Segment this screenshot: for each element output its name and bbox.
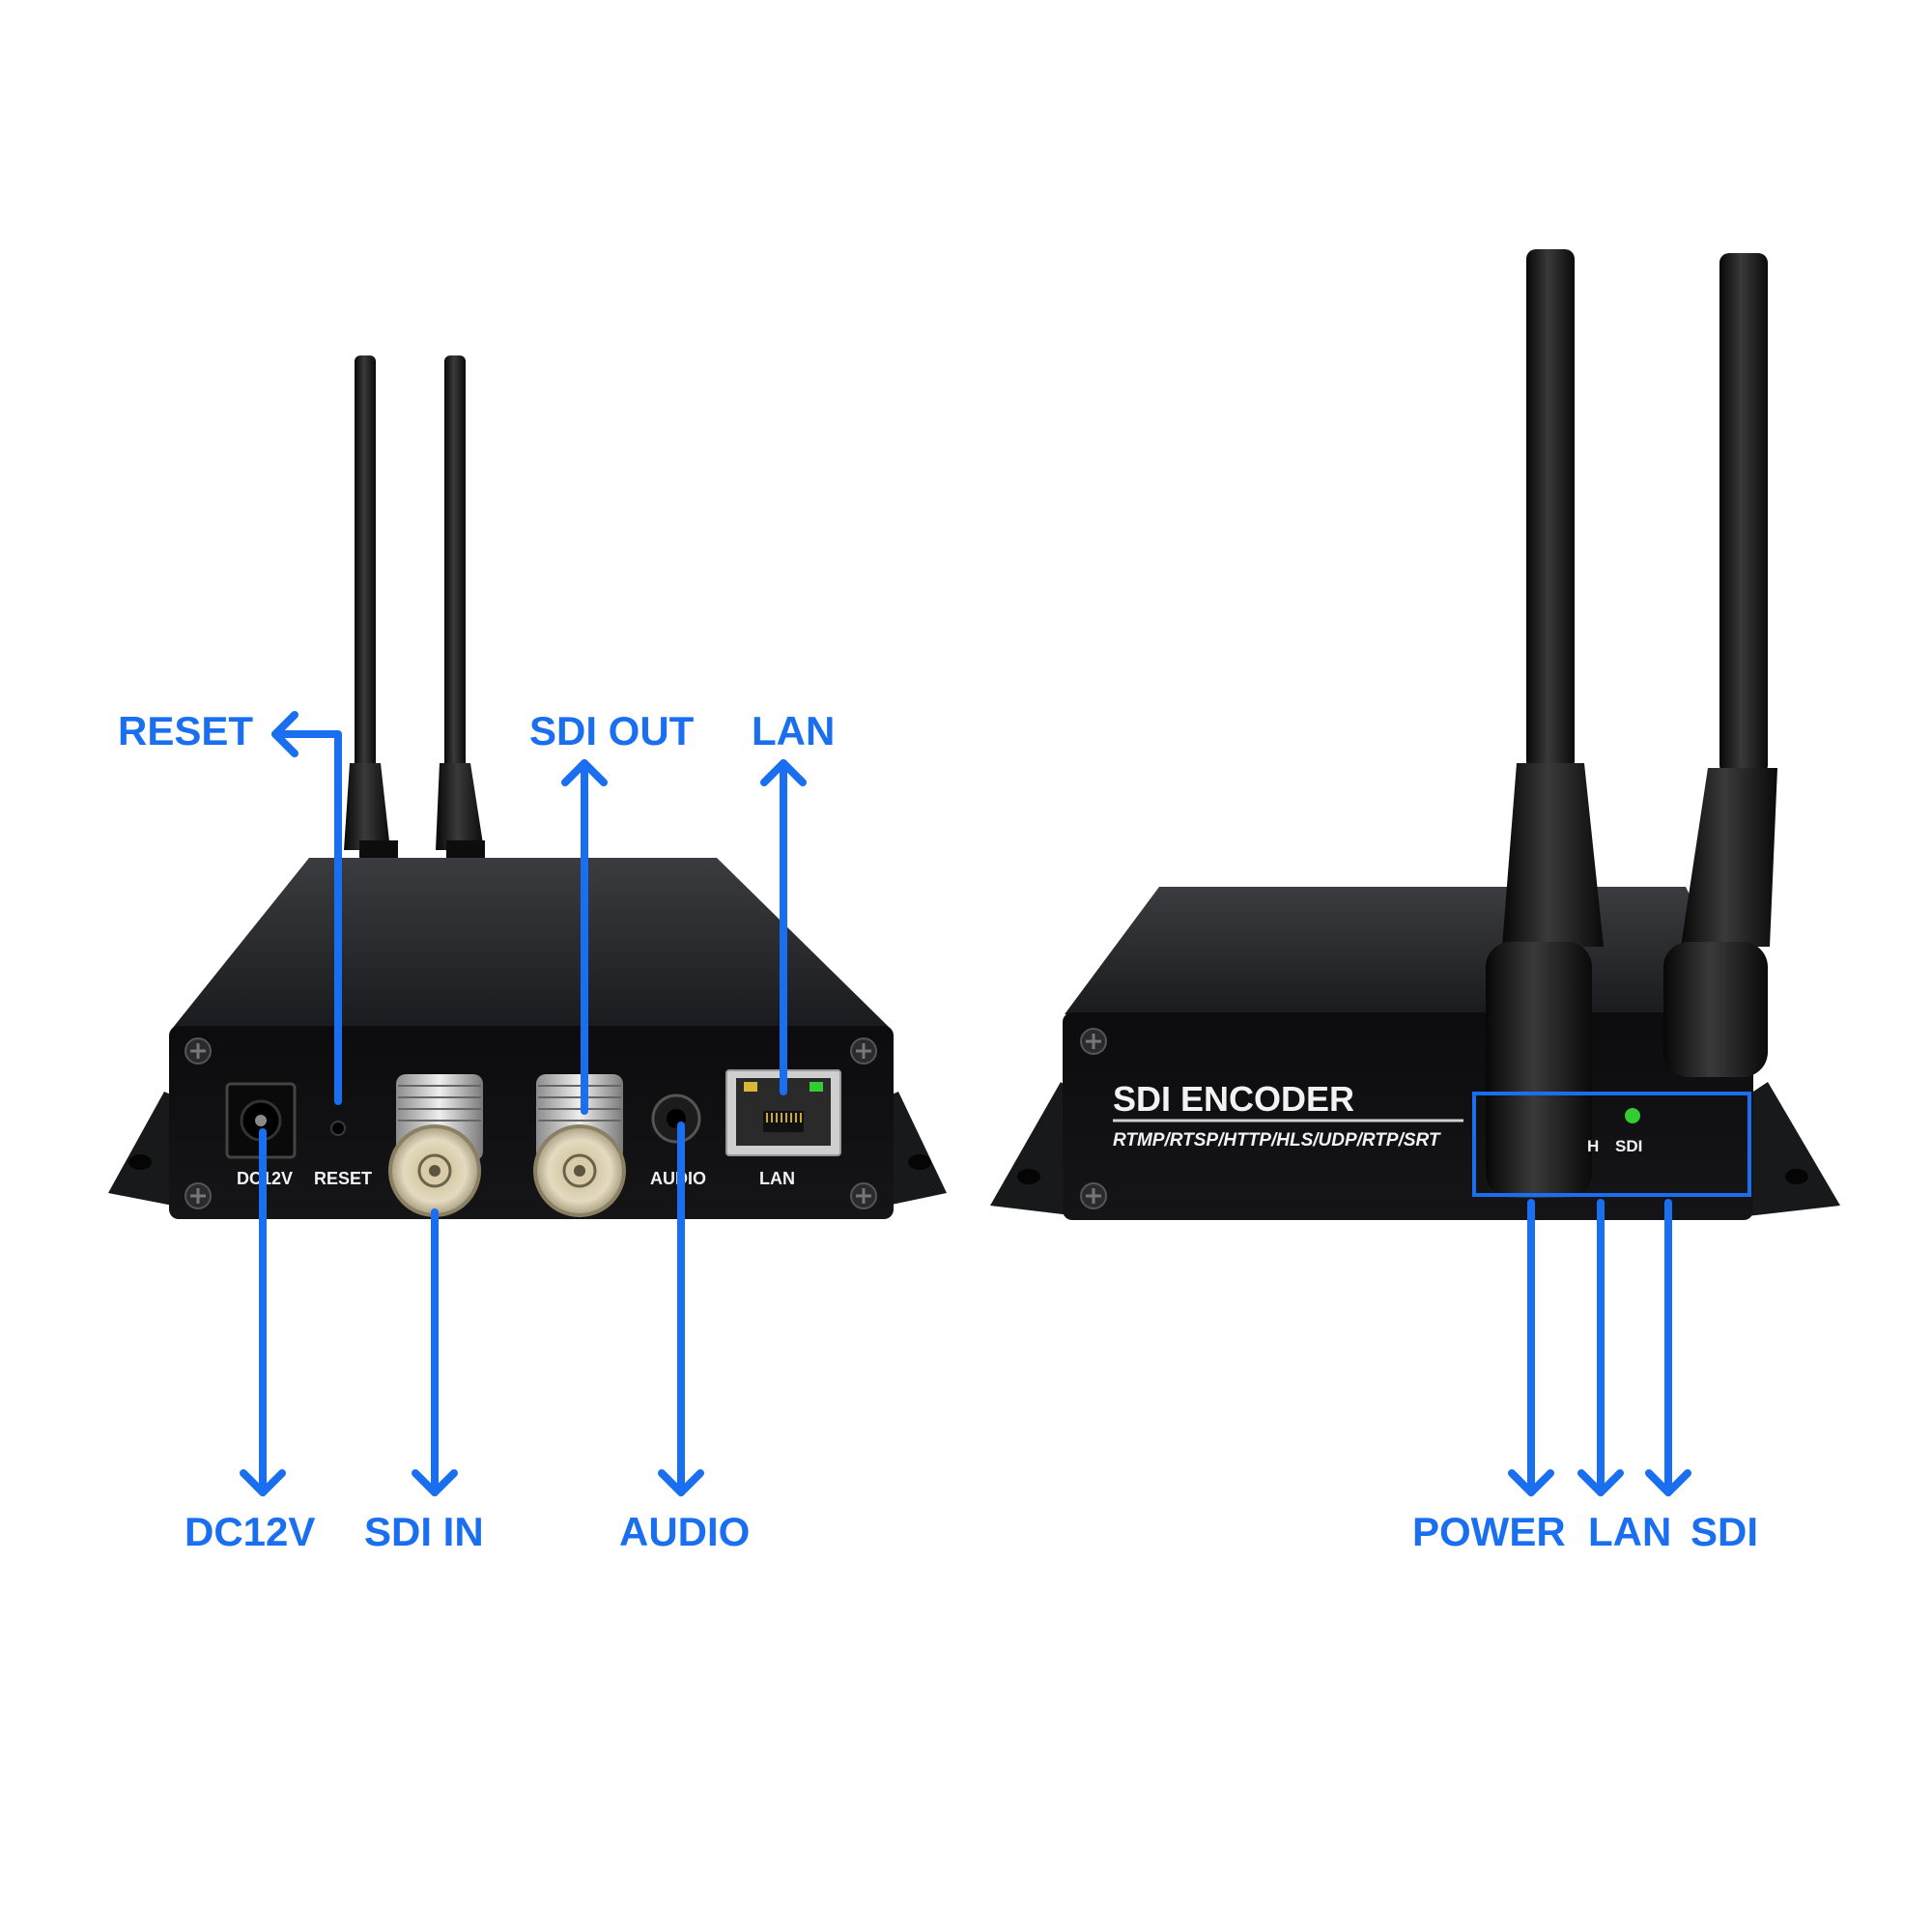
audio-callout: AUDIO — [619, 1509, 751, 1554]
lan-port-label: LAN — [759, 1169, 795, 1188]
sdi-indicator-led — [1625, 1108, 1640, 1123]
lan-indicator-callout: LAN — [1588, 1509, 1672, 1554]
left-front-panel — [169, 1026, 894, 1219]
sdi-indicator-label: SDI — [1615, 1137, 1642, 1155]
left-callout-arrows — [240, 711, 807, 1496]
right-callout-arrows — [1508, 1199, 1691, 1496]
right-antenna-2 — [1663, 253, 1777, 1077]
left-antenna-1 — [344, 355, 398, 869]
reset-port-label: RESET — [314, 1169, 372, 1188]
left-antenna-2 — [436, 355, 485, 869]
indicator-highlight-box — [1472, 1092, 1751, 1197]
sdi-in-bnc-connector — [388, 1074, 483, 1217]
reset-callout: RESET — [118, 708, 254, 753]
reset-hole — [330, 1121, 346, 1136]
lan-indicator-partial-label: H — [1587, 1137, 1599, 1155]
right-device: SDI ENCODER RTMP/RTSP/HTTP/HLS/UDP/RTP/S… — [990, 249, 1840, 1220]
product-name: SDI ENCODER — [1113, 1079, 1354, 1119]
left-top-panel — [172, 858, 891, 1029]
lan-callout: LAN — [752, 708, 836, 753]
right-antenna-1 — [1486, 249, 1604, 1198]
reset-arrow — [271, 730, 342, 1105]
audio-jack — [651, 1094, 701, 1144]
protocol-list: RTMP/RTSP/HTTP/HLS/UDP/RTP/SRT — [1113, 1130, 1441, 1151]
sdi-indicator-callout: SDI — [1690, 1509, 1759, 1554]
sdi-out-bnc-connector — [533, 1074, 626, 1217]
sdi-out-callout: SDI OUT — [529, 708, 695, 753]
right-top-panel — [1065, 887, 1748, 1014]
left-device: DC12V RESET — [108, 355, 947, 1219]
power-callout: POWER — [1412, 1509, 1566, 1554]
dc12v-callout: DC12V — [185, 1509, 316, 1554]
sdi-in-callout: SDI IN — [364, 1509, 484, 1554]
